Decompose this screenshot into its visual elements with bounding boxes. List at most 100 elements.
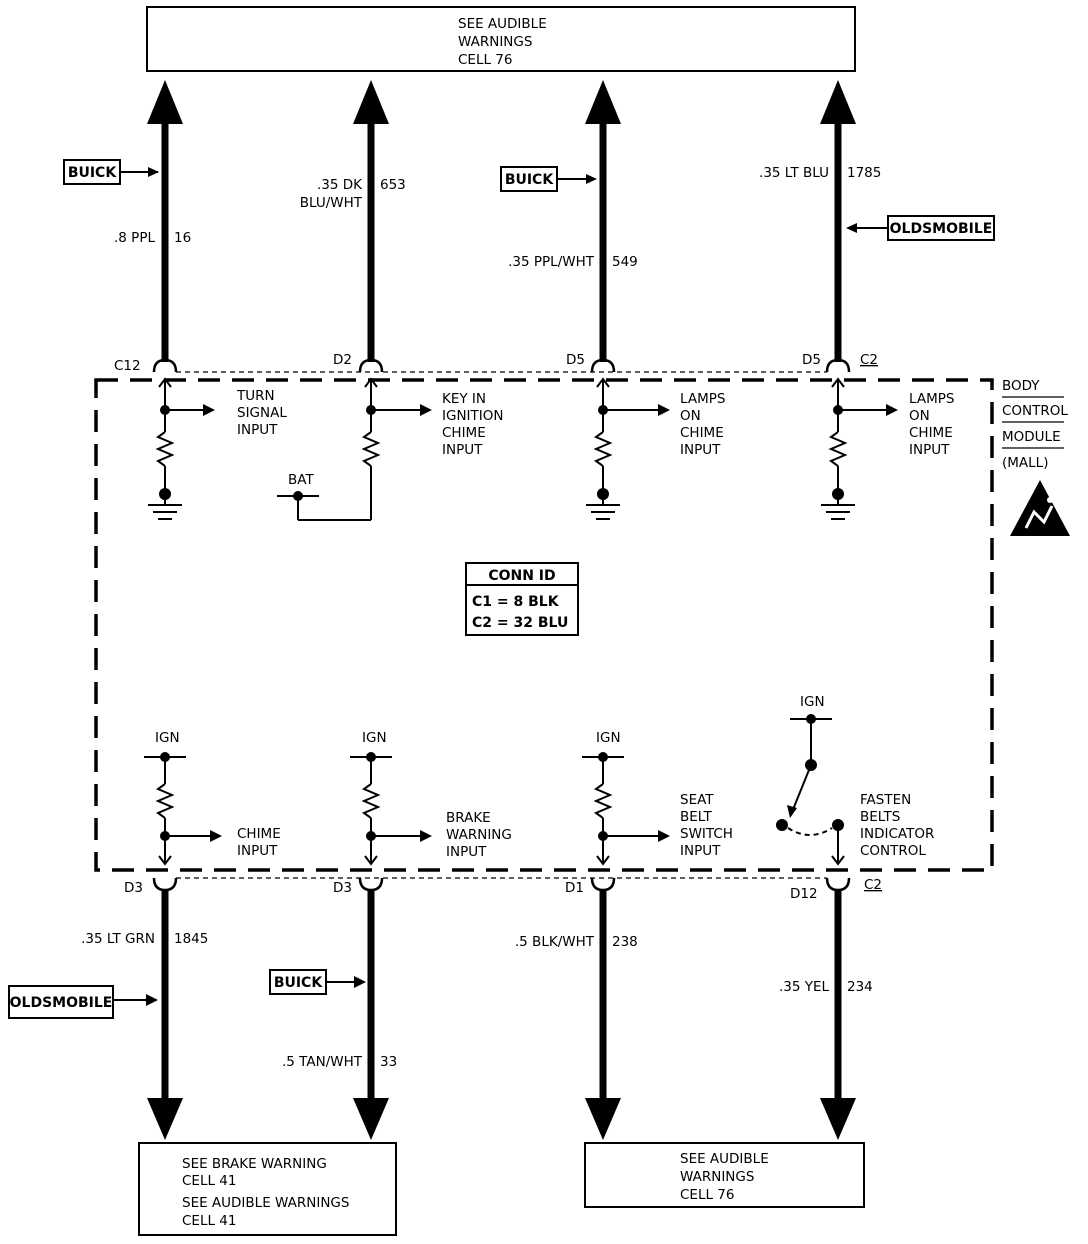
ign-label: IGN bbox=[362, 730, 387, 746]
input-label-line-1: BRAKE bbox=[446, 810, 491, 826]
input-label-line-3: INDICATOR bbox=[860, 826, 934, 842]
input-label-line-2: ON bbox=[909, 408, 930, 424]
oldsmobile-tag bbox=[8, 985, 114, 1019]
wire-label: .35 PPL/WHT bbox=[508, 254, 595, 270]
input-label-line-4: INPUT bbox=[680, 442, 721, 458]
bat-label: BAT bbox=[288, 472, 314, 488]
input-label-line-3: SWITCH bbox=[680, 826, 733, 842]
input-label-line-2: WARNING bbox=[446, 827, 512, 843]
input-label-line-2: INPUT bbox=[237, 843, 278, 859]
bottom-wire-3: D1 .5 BLK/WHT 238 bbox=[515, 877, 638, 1140]
resistor-icon bbox=[361, 783, 381, 819]
arrow-down-icon bbox=[820, 1098, 856, 1140]
ign-label: IGN bbox=[800, 694, 825, 710]
wire-label-a: .35 DK bbox=[317, 177, 363, 193]
wire-label: .35 LT BLU bbox=[759, 165, 829, 181]
connector-terminal-icon bbox=[590, 877, 616, 892]
circuit-number: 238 bbox=[612, 934, 638, 950]
input-label-line-3: CHIME bbox=[442, 425, 486, 441]
top-box-line-3: CELL 76 bbox=[458, 52, 512, 68]
key-in-ignition-input-circuit: BAT KEY IN IGNITION CHIME INPUT bbox=[277, 377, 503, 521]
arrow-right-icon bbox=[420, 830, 432, 842]
circuit-number: 234 bbox=[847, 979, 873, 995]
input-label-line-2: SIGNAL bbox=[237, 405, 287, 421]
arrow-up-icon bbox=[353, 80, 389, 124]
resistor-icon bbox=[828, 431, 848, 467]
arrow-down-icon bbox=[585, 1098, 621, 1140]
input-label-line-1: KEY IN bbox=[442, 391, 486, 407]
esd-warning-icon bbox=[1010, 480, 1070, 536]
bottom-right-line-1: SEE AUDIBLE bbox=[680, 1151, 769, 1167]
arrow-right-icon bbox=[146, 994, 158, 1006]
wire-label: .5 BLK/WHT bbox=[515, 934, 595, 950]
arrow-right-icon bbox=[658, 830, 670, 842]
arrow-down-icon bbox=[147, 1098, 183, 1140]
input-label-line-1: SEAT bbox=[680, 792, 714, 808]
arrow-down-icon bbox=[787, 805, 797, 818]
connector-terminal-icon bbox=[152, 358, 178, 373]
ign-label: IGN bbox=[155, 730, 180, 746]
connector-terminal-icon bbox=[152, 877, 178, 892]
bottom-right-line-2: WARNINGS bbox=[680, 1169, 754, 1185]
wire-label: .35 YEL bbox=[779, 979, 830, 995]
seat-belt-switch-input-circuit: IGN SEAT BELT SWITCH INPUT bbox=[582, 730, 733, 866]
arrow-right-icon bbox=[203, 404, 215, 416]
input-label-line-4: CONTROL bbox=[860, 843, 926, 859]
bottom-right-line-3: CELL 76 bbox=[680, 1187, 734, 1203]
arrow-right-icon bbox=[658, 404, 670, 416]
arrow-left-icon bbox=[846, 223, 857, 233]
body-control-module-boundary bbox=[94, 378, 994, 872]
input-label-line-1: TURN bbox=[236, 388, 275, 404]
connector-terminal-icon bbox=[358, 358, 384, 373]
input-label-line-3: CHIME bbox=[680, 425, 724, 441]
bottom-wire-2: D3 BUICK .5 TAN/WHT 33 bbox=[269, 877, 397, 1140]
buick-tag bbox=[269, 969, 327, 995]
conn-id-line-2: C2 = 32 BLU bbox=[472, 615, 568, 631]
resistor-icon bbox=[361, 431, 381, 467]
bottom-left-line-3: SEE AUDIBLE WARNINGS bbox=[182, 1195, 349, 1211]
tag-label: OLDSMOBILE bbox=[890, 221, 993, 237]
pin-label: D3 bbox=[124, 880, 143, 896]
bottom-wires: D3 .35 LT GRN 1845 OLDSMOBILE D3 BUICK .… bbox=[8, 877, 882, 1140]
top-wire-2: .35 DK BLU/WHT 653 D2 bbox=[300, 80, 406, 373]
conn-id-title: CONN ID bbox=[488, 568, 555, 584]
input-label-line-1: FASTEN bbox=[860, 792, 911, 808]
top-input-circuits: TURN SIGNAL INPUT BAT KEY IN IGNITION CH… bbox=[148, 377, 954, 521]
ground-icon bbox=[821, 494, 855, 520]
bottom-destination-box-left: SEE BRAKE WARNING CELL 41 SEE AUDIBLE WA… bbox=[138, 1142, 397, 1236]
resistor-icon bbox=[155, 431, 175, 467]
circuit-number: 1845 bbox=[174, 931, 208, 947]
input-label-line-4: INPUT bbox=[442, 442, 483, 458]
circuit-number: 33 bbox=[380, 1054, 397, 1070]
module-label-line-4: (MALL) bbox=[1002, 455, 1048, 471]
arrow-right-icon bbox=[148, 167, 159, 177]
input-label-line-2: BELTS bbox=[860, 809, 900, 825]
input-label-line-2: IGNITION bbox=[442, 408, 503, 424]
connector-terminal-icon bbox=[590, 358, 616, 373]
bottom-wire-1: D3 .35 LT GRN 1845 OLDSMOBILE bbox=[8, 877, 208, 1140]
top-wire-4: OLDSMOBILE .35 LT BLU 1785 D5 C2 bbox=[759, 80, 995, 373]
top-destination-box: SEE AUDIBLE WARNINGS CELL 76 bbox=[146, 6, 856, 72]
wire-label: .8 PPL bbox=[114, 230, 155, 246]
connector-terminal-icon bbox=[825, 358, 851, 373]
tag-label: OLDSMOBILE bbox=[10, 995, 113, 1011]
tag-label: BUICK bbox=[505, 172, 555, 188]
bottom-left-line-4: CELL 41 bbox=[182, 1213, 236, 1229]
connector-terminal-icon bbox=[825, 877, 851, 892]
ground-icon bbox=[148, 494, 182, 520]
connector-terminal-icon bbox=[358, 877, 384, 892]
resistor-icon bbox=[593, 431, 613, 467]
resistor-icon bbox=[593, 783, 613, 819]
wire-label: .35 LT GRN bbox=[81, 931, 155, 947]
turn-signal-input-circuit: TURN SIGNAL INPUT bbox=[148, 377, 287, 520]
chime-input-circuit: IGN CHIME INPUT bbox=[144, 730, 281, 866]
circuit-number: 1785 bbox=[847, 165, 881, 181]
conn-id-line-1: C1 = 8 BLK bbox=[472, 594, 560, 610]
arrow-right-icon bbox=[354, 976, 366, 988]
bottom-destination-box-right: SEE AUDIBLE WARNINGS CELL 76 bbox=[584, 1142, 865, 1208]
input-label-line-1: LAMPS bbox=[680, 391, 725, 407]
connector-label: C2 bbox=[860, 352, 878, 368]
circuit-number: 653 bbox=[380, 177, 406, 193]
circuit-number: 549 bbox=[612, 254, 638, 270]
module-label-line-1: BODY bbox=[1002, 378, 1040, 394]
